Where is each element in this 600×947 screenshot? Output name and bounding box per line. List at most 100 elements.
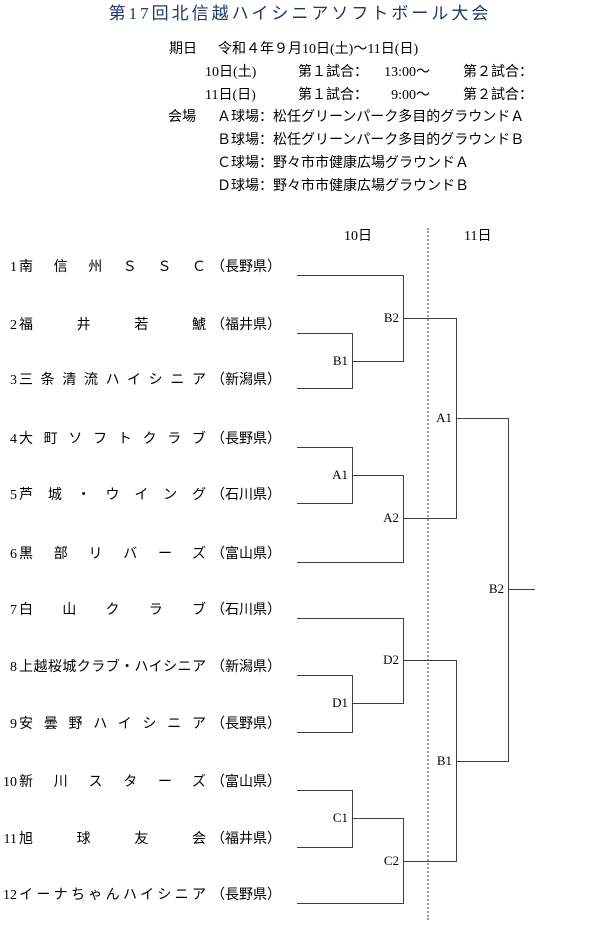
team-row-6: 6 黒部リバーズ （富山県） (0, 547, 300, 563)
team-name: 黒部リバーズ (19, 547, 206, 562)
bracket-winner-semifinal-top (456, 418, 508, 419)
day-header-10: 10日 (344, 229, 372, 244)
team-row-11: 11 旭球友会 （福井県） (0, 832, 300, 848)
team-number: 9 (10, 717, 17, 732)
day-separator-line (427, 228, 429, 920)
team-number: 6 (10, 547, 17, 562)
bracket-line-team-8 (297, 675, 352, 676)
team-prefecture: （富山県） (211, 547, 281, 562)
team-number: 3 (10, 373, 17, 388)
team-row-8: 8 上越桜城クラブ・ハイシニア （新潟県） (0, 660, 300, 676)
team-number: 7 (10, 603, 17, 618)
team-name: 安曇野ハイシニア (19, 717, 206, 732)
team-row-1: 1 南信州ＳＳＣ （長野県） (0, 260, 300, 276)
team-prefecture: （富山県） (211, 775, 281, 790)
bracket-winner-a2 (403, 518, 456, 519)
day-header-11: 11日 (464, 229, 492, 244)
venue-label: 会場 (168, 110, 196, 125)
team-name: 大町ソフトクラブ (19, 432, 206, 447)
match-label-c1: C1 (332, 810, 348, 825)
team-name: 芦城・ウイング (19, 488, 206, 503)
page-title: 第17回北信越ハイシニアソフトボール大会 (108, 4, 492, 23)
team-number: 10 (3, 775, 17, 790)
bracket-winner-c1 (352, 818, 403, 819)
team-prefecture: （石川県） (211, 488, 281, 503)
team-row-3: 3 三条清流ハイシニア （新潟県） (0, 373, 300, 389)
bracket-line-team-6 (297, 562, 403, 563)
bracket-line-team-10 (297, 790, 352, 791)
match-label-b1: B1 (332, 353, 348, 368)
match-label-d1: D1 (332, 695, 348, 710)
team-number: 11 (3, 832, 17, 847)
bracket-join-d2 (403, 618, 404, 704)
bracket-winner-b1 (352, 361, 403, 362)
date-value: 令和４年９月10日(土)～11日(日) (218, 42, 419, 57)
team-name: 旭球友会 (19, 832, 206, 847)
day2-game1-label: 第１試合： (298, 88, 368, 103)
team-prefecture: （福井県） (211, 318, 281, 333)
day2-game1-time: 9:00～ (391, 88, 430, 103)
day1-game1-time: 13:00～ (384, 65, 430, 80)
date-label: 期日 (169, 42, 197, 57)
bracket-winner-a1 (352, 475, 403, 476)
team-number: 4 (10, 432, 17, 447)
team-prefecture: （長野県） (211, 717, 281, 732)
bracket-join-d1 (352, 675, 353, 733)
team-prefecture: （福井県） (211, 832, 281, 847)
match-label-final: B2 (488, 581, 504, 596)
team-row-9: 9 安曇野ハイシニア （長野県） (0, 717, 300, 733)
team-row-12: 12 イーナちゃんハイシニア （長野県） (0, 888, 300, 904)
team-row-7: 7 白山クラブ （石川県） (0, 603, 300, 619)
match-label-semifinal-top: A1 (436, 410, 452, 425)
bracket-join-final (508, 418, 509, 762)
bracket-line-team-4 (297, 447, 352, 448)
match-label-b2: B2 (383, 310, 399, 325)
bracket-line-team-7 (297, 618, 403, 619)
day1-game1-label: 第１試合： (298, 65, 368, 80)
team-name: イーナちゃんハイシニア (19, 888, 206, 903)
match-label-a1: A1 (332, 467, 348, 482)
team-name: 新川スターズ (19, 775, 206, 790)
team-row-10: 10 新川スターズ （富山県） (0, 775, 300, 791)
bracket-line-team-1 (297, 275, 403, 276)
team-prefecture: （新潟県） (211, 660, 281, 675)
match-label-semifinal-bottom: B1 (436, 753, 452, 768)
bracket-join-a2 (403, 475, 404, 563)
bracket-line-team-3 (297, 388, 352, 389)
team-prefecture: （新潟県） (211, 373, 281, 388)
team-number: 1 (10, 260, 17, 275)
team-name: 白山クラブ (19, 603, 206, 618)
team-name: 福井若鯱 (19, 318, 206, 333)
team-number: 12 (3, 888, 17, 903)
team-prefecture: （石川県） (211, 603, 281, 618)
team-number: 2 (10, 318, 17, 333)
team-name: 三条清流ハイシニア (19, 373, 206, 388)
team-name: 上越桜城クラブ・ハイシニア (19, 660, 206, 675)
bracket-winner-b2 (403, 318, 456, 319)
bracket-line-team-12 (297, 903, 403, 904)
team-prefecture: （長野県） (211, 432, 281, 447)
venue-a: Ａ球場：松任グリーンパーク多目的グラウンドＡ (217, 110, 525, 125)
team-number: 8 (10, 660, 17, 675)
bracket-winner-d2 (403, 660, 456, 661)
venue-c: Ｃ球場：野々市市健康広場グラウンドＡ (217, 156, 469, 171)
match-label-c2: C2 (383, 853, 399, 868)
day2-game2-label: 第２試合： (463, 88, 533, 103)
day1-game2-label: 第２試合： (463, 65, 533, 80)
bracket-winner-c2 (403, 861, 456, 862)
team-row-4: 4 大町ソフトクラブ （長野県） (0, 432, 300, 448)
bracket-winner-semifinal-bottom (456, 761, 508, 762)
team-number: 5 (10, 488, 17, 503)
bracket-join-c1 (352, 790, 353, 848)
bracket-winner-d1 (352, 703, 403, 704)
day2-name: 11日(日) (205, 88, 256, 103)
bracket-line-team-5 (297, 503, 352, 504)
bracket-line-team-11 (297, 847, 352, 848)
team-prefecture: （長野県） (211, 260, 281, 275)
match-label-d2: D2 (383, 652, 399, 667)
team-row-5: 5 芦城・ウイング （石川県） (0, 488, 300, 504)
bracket-line-team-2 (297, 333, 352, 334)
venue-d: Ｄ球場：野々市市健康広場グラウンドＢ (217, 179, 469, 194)
team-row-2: 2 福井若鯱 （福井県） (0, 318, 300, 334)
